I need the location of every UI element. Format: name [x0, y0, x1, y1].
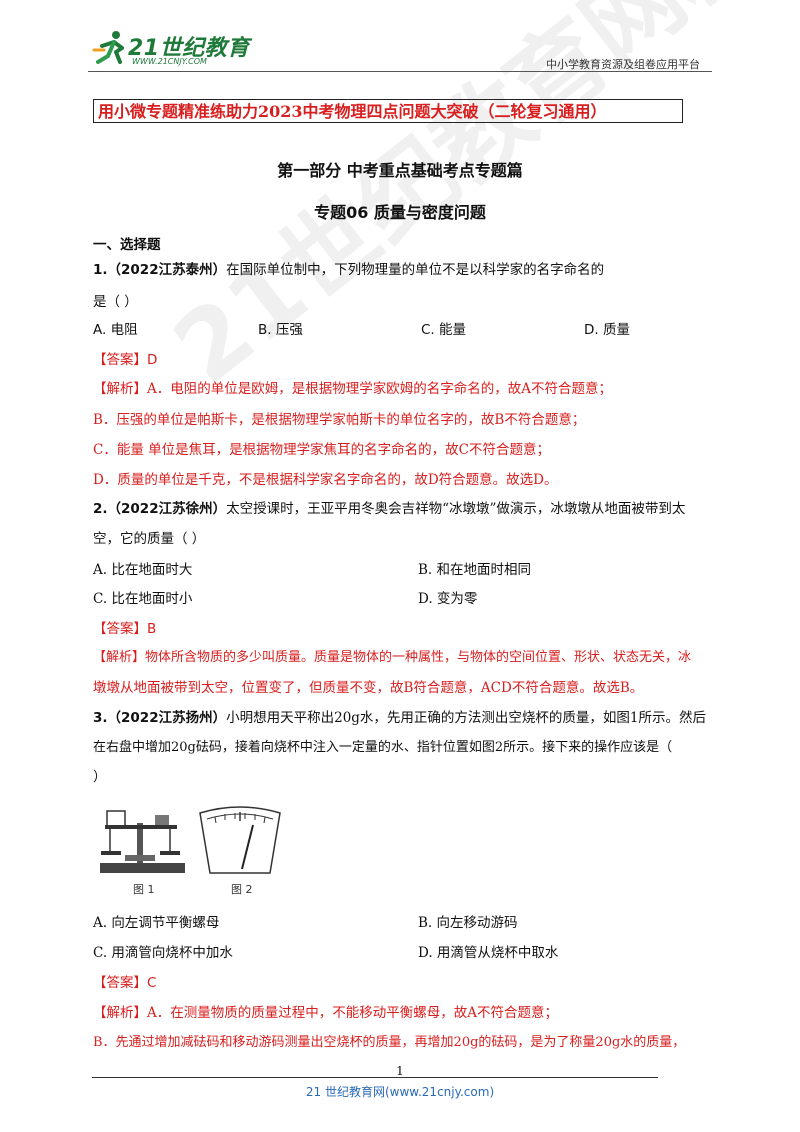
q2-option-c[interactable]: C. 比在地面时小 — [93, 591, 193, 607]
q2-option-d[interactable]: D. 变为零 — [418, 591, 478, 607]
footer-divider — [92, 1077, 658, 1078]
q1-answer: 【答案】D — [93, 352, 158, 368]
header-divider — [88, 71, 712, 72]
q2-answer: 【答案】B — [93, 621, 157, 637]
q3-stem-text: 小明想用天平称出20g水，先用正确的方法测出空烧杯的质量，如图1所示。然后 — [226, 710, 707, 726]
q3-figures: 图 1 图 2 — [95, 803, 285, 896]
q1-analysis-4: D．质量的单位是千克，不是根据科学家名字命名的，故D符合题意。故选D。 — [93, 472, 558, 488]
footer-site-link[interactable]: 21 世纪教育网(www.21cnjy.com) — [305, 1085, 495, 1099]
topic-title: 专题06 质量与密度问题 — [314, 203, 486, 222]
q1-option-b[interactable]: B. 压强 — [258, 322, 303, 338]
q1-option-d[interactable]: D. 质量 — [584, 322, 630, 338]
balance-figure-icon — [100, 806, 281, 874]
runner-logo-icon — [92, 31, 124, 64]
q3-option-c[interactable]: C. 用滴管向烧杯中加水 — [93, 945, 233, 961]
q1-source: 1.（2022江苏泰州） — [93, 262, 227, 278]
figure-2-label: 图 2 — [231, 883, 253, 896]
platform-label: 中小学教育资源及组卷应用平台 — [546, 58, 700, 71]
q1-analysis-1: 【解析】A．电阻的单位是欧姆，是根据物理学家欧姆的名字命名的，故A不符合题意； — [93, 381, 612, 397]
q2-option-a[interactable]: A. 比在地面时大 — [93, 562, 193, 578]
site-logo[interactable]: 21世纪教育 WWW.21CNJY.COM — [92, 28, 262, 70]
q2-option-b[interactable]: B. 和在地面时相同 — [418, 562, 532, 578]
q1-option-a[interactable]: A. 电阻 — [93, 322, 138, 338]
section-title: 一、选择题 — [93, 237, 161, 253]
q2-analysis-2: 墩墩从地面被带到太空，位置变了，但质量不变，故B符合题意，ACD不符合题意。故选… — [93, 680, 644, 696]
q2-stem: 2.（2022江苏徐州）太空授课时，王亚平用冬奥会吉祥物“冰墩墩”做演示，冰墩墩… — [93, 497, 685, 517]
q2-analysis-1: 【解析】物体所含物质的多少叫质量。质量是物体的一种属性，与物体的空间位置、形状、… — [93, 650, 692, 665]
q1-analysis-3: C．能量 单位是焦耳，是根据物理学家焦耳的名字命名的，故C不符合题意； — [93, 442, 550, 458]
banner-title: 用小微专题精准练助力2023中考物理四点问题大突破（二轮复习通用） — [93, 99, 683, 123]
q3-option-a[interactable]: A. 向左调节平衡螺母 — [93, 915, 220, 931]
logo-text: 21世纪教育 — [128, 36, 250, 61]
q3-stem-end: ） — [93, 769, 107, 785]
q3-option-d[interactable]: D. 用滴管从烧杯中取水 — [418, 945, 559, 961]
q2-source: 2.（2022江苏徐州） — [93, 501, 227, 517]
q3-analysis-2: B．先通过增加减砝码和移动游码测量出空烧杯的质量，再增加20g的砝码，是为了称量… — [93, 1035, 686, 1050]
q2-stem-text: 太空授课时，王亚平用冬奥会吉祥物“冰墩墩”做演示，冰墩墩从地面被带到太 — [226, 501, 686, 517]
q3-stem-cont: 在右盘中增加20g砝码，接着向烧杯中注入一定量的水、指针位置如图2所示。接下来的… — [93, 740, 673, 755]
page-number: 1 — [396, 1064, 404, 1078]
q1-stem-text: 在国际单位制中，下列物理量的单位不是以科学家的名字命名的 — [226, 262, 605, 278]
part-title: 第一部分 中考重点基础考点专题篇 — [277, 161, 523, 180]
q2-stem-cont: 空，它的质量（ ） — [93, 531, 206, 547]
q1-option-c[interactable]: C. 能量 — [421, 322, 467, 338]
q3-answer: 【答案】C — [93, 975, 157, 991]
q3-option-b[interactable]: B. 向左移动游码 — [418, 915, 518, 931]
q1-stem-cont: 是（ ） — [93, 294, 138, 310]
q3-analysis-1: 【解析】A．在测量物质的质量过程中，不能移动平衡螺母，故A不符合题意； — [93, 1005, 558, 1021]
logo-url: WWW.21CNJY.COM — [132, 57, 207, 66]
q3-source: 3.（2022江苏扬州） — [93, 710, 227, 726]
q3-stem: 3.（2022江苏扬州）小明想用天平称出20g水，先用正确的方法测出空烧杯的质量… — [93, 706, 706, 726]
figure-1-label: 图 1 — [133, 883, 155, 896]
q1-stem: 1.（2022江苏泰州）在国际单位制中，下列物理量的单位不是以科学家的名字命名的 — [93, 258, 604, 278]
q1-analysis-2: B．压强的单位是帕斯卡，是根据物理学家帕斯卡的单位名字的，故B不符合题意； — [93, 412, 586, 428]
